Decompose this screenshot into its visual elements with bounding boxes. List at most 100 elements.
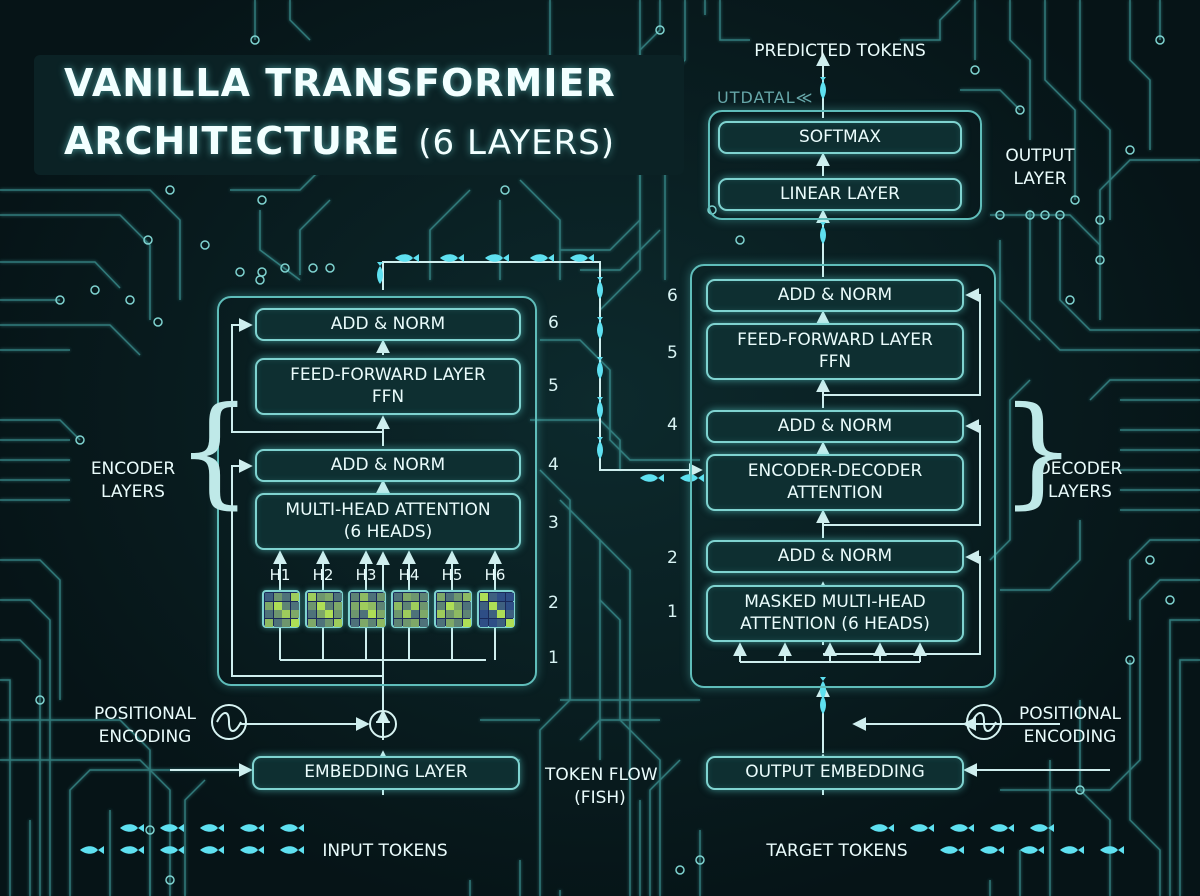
fish-body: [870, 824, 894, 832]
fish-body: [820, 692, 826, 714]
decoder-panel: [690, 264, 996, 688]
fish-icon: [240, 846, 264, 854]
circuit-trace: [1059, 220, 1200, 331]
circuit-trace: [999, 240, 1041, 341]
circuit-pad: [235, 267, 245, 277]
circuit-trace: [0, 719, 151, 896]
circuit-pad: [1065, 295, 1075, 305]
circuit-pad: [1075, 785, 1085, 795]
circuit-pad: [55, 295, 65, 305]
circuit-pad: [325, 263, 335, 273]
fish-body: [200, 846, 224, 854]
head-label: H1: [269, 566, 291, 584]
circuit-pad: [257, 267, 267, 277]
residual-connection: [823, 419, 981, 526]
encoder-multi-head-attention: MULTI-HEAD ATTENTION (6 HEADS): [255, 493, 521, 550]
circuit-pad: [165, 875, 175, 885]
circuit-trace: [0, 261, 121, 289]
fish-icon: [280, 846, 304, 854]
circuit-pad: [165, 185, 175, 195]
circuit-trace: [1044, 0, 1076, 200]
circuit-trace: [1000, 520, 1081, 591]
fish-icon: [980, 846, 1004, 854]
circuit-pad: [308, 263, 318, 273]
fish-body: [680, 474, 704, 482]
fish-icon: [1020, 846, 1044, 854]
watermark: UTDATAL≪: [717, 88, 814, 107]
circuit-trace: [0, 679, 11, 896]
fish-icon: [240, 824, 264, 832]
fish-body: [1100, 846, 1124, 854]
fish-icon: [570, 254, 594, 262]
fish-icon: [200, 846, 224, 854]
fish-icon: [820, 77, 826, 99]
circuit-pad: [1015, 105, 1025, 115]
fish-icon: [440, 254, 464, 262]
circuit-trace: [299, 199, 331, 275]
fish-icon: [1030, 824, 1054, 832]
output-panel: [708, 110, 982, 220]
linear-layer-box: LINEAR LAYER: [718, 178, 962, 211]
diagram-title: VANILLA TRANSFORMIER ARCHITECTURE(6 LAYE…: [34, 55, 684, 175]
circuit-trace: [69, 769, 240, 896]
circuit-trace: [1099, 159, 1200, 260]
residual-connection: [231, 318, 383, 433]
residual-connection: [231, 459, 383, 677]
circuit-pad: [1125, 655, 1135, 665]
circuit-trace: [540, 339, 700, 461]
encoder-layers-label: ENCODER LAYERS: [90, 459, 176, 502]
encoder-positional-encoding-icon: [211, 704, 247, 740]
layer-number: 1: [548, 648, 559, 668]
circuit-trace: [990, 214, 1101, 320]
fish-icon: [597, 317, 603, 339]
circuit-pad: [995, 210, 1005, 220]
encoder-add-icon: +: [369, 710, 397, 738]
target-tokens-label: TARGET TOKENS: [766, 841, 908, 861]
input-tokens-label: INPUT TOKENS: [322, 841, 448, 861]
fish-icon: [640, 474, 664, 482]
layer-number: 4: [667, 415, 678, 435]
circuit-trace: [1079, 700, 1111, 896]
softmax-box: SOFTMAX: [718, 121, 962, 154]
fish-body: [940, 846, 964, 854]
fish-icon: [1060, 846, 1084, 854]
fish-body: [160, 846, 184, 854]
circuit-trace: [579, 719, 660, 741]
circuit-trace: [0, 639, 41, 896]
fish-icon: [160, 846, 184, 854]
title-line-1: VANILLA TRANSFORMIER: [64, 61, 616, 105]
attention-heatmap: [434, 590, 472, 628]
circuit-trace: [0, 324, 141, 356]
decoder-add-norm-bottom: ADD & NORM: [706, 540, 964, 573]
circuit-trace: [1029, 210, 1200, 351]
circuit-trace: [289, 0, 311, 41]
fish-body: [240, 824, 264, 832]
fish-icon: [870, 824, 894, 832]
fish-icon: [530, 254, 554, 262]
fish-body: [395, 254, 419, 262]
circuit-trace: [719, 0, 750, 41]
fish-body: [160, 824, 184, 832]
circuit-trace: [1079, 0, 1111, 220]
fish-body: [200, 824, 224, 832]
layer-number: 6: [548, 313, 559, 333]
circuit-pad: [35, 695, 45, 705]
decoder-add-norm-mid: ADD & NORM: [706, 410, 964, 443]
circuit-pad: [125, 295, 135, 305]
encoder-ffn: FEED-FORWARD LAYER FFN: [255, 358, 521, 415]
fish-body: [120, 824, 144, 832]
circuit-trace: [900, 0, 961, 41]
title-line-2-main: ARCHITECTURE: [64, 119, 401, 163]
fish-icon: [80, 846, 104, 854]
encoder-add-norm-top: ADD & NORM: [255, 308, 521, 341]
encoder-decoder-attention: ENCODER-DECODER ATTENTION: [706, 454, 964, 511]
circuit-trace: [1179, 659, 1200, 896]
circuit-trace: [530, 419, 621, 470]
attention-heatmap: [391, 590, 429, 628]
fish-icon: [820, 677, 826, 699]
circuit-pad: [500, 185, 510, 195]
circuit-trace: [1009, 0, 1031, 140]
circuit-trace: [1089, 379, 1200, 401]
layer-number: 1: [667, 602, 678, 622]
fish-body: [377, 262, 383, 284]
